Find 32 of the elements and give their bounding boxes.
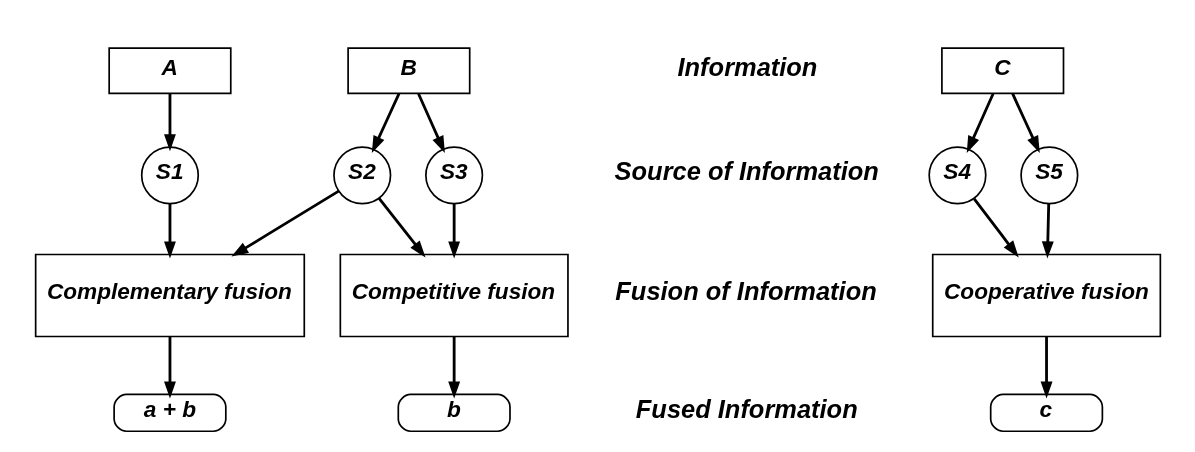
label: Fused Information <box>635 394 858 423</box>
node-box: B <box>346 47 471 95</box>
arrow <box>230 189 339 257</box>
node-box: Competitive fusion <box>338 253 569 338</box>
arrow <box>447 203 460 259</box>
arrow <box>371 93 400 154</box>
arrow <box>163 336 176 399</box>
node-circle: S2 <box>332 146 391 205</box>
node-box: A <box>107 47 232 95</box>
arrow <box>972 197 1019 258</box>
label: Source of Information <box>614 157 879 186</box>
node-circle: S1 <box>140 146 199 205</box>
node-circle: S3 <box>424 146 483 205</box>
arrow <box>966 93 994 154</box>
arrow <box>1040 336 1052 399</box>
node-box: c <box>989 393 1103 433</box>
node-box: Cooperative fusion <box>931 253 1161 338</box>
node-box: Complementary fusion <box>34 253 305 338</box>
node-box: a + b <box>112 393 227 433</box>
arrow <box>1010 93 1040 153</box>
label: Information <box>677 52 817 81</box>
arrow <box>1041 203 1054 259</box>
node-box: b <box>396 393 511 433</box>
node-circle: S4 <box>927 146 987 205</box>
node-circle: S5 <box>1019 146 1078 205</box>
arrow <box>163 203 176 259</box>
node-box: C <box>940 47 1064 95</box>
label: Fusion of Information <box>614 277 877 306</box>
arrow <box>447 336 460 399</box>
arrow <box>416 93 445 154</box>
arrow <box>163 93 176 152</box>
arrow <box>377 197 426 258</box>
